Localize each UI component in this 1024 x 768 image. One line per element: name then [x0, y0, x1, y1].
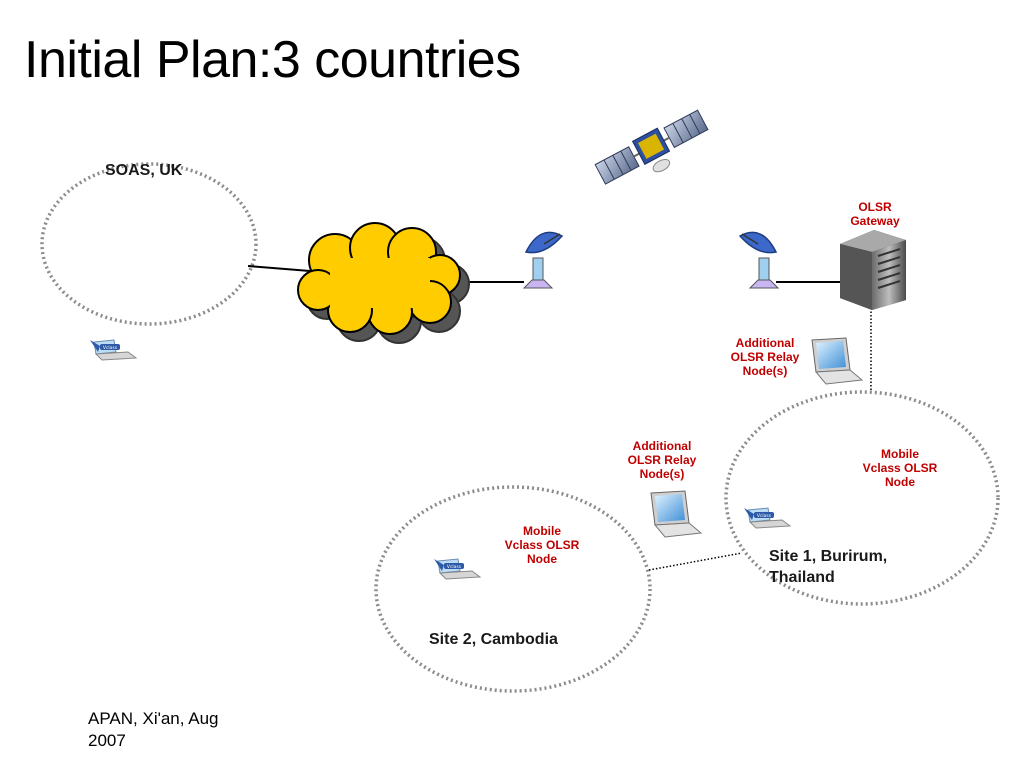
- relay-label-site2: Additional OLSR Relay Node(s): [627, 439, 697, 481]
- mobile-node-label-site2: Mobile Vclass OLSR Node: [504, 524, 580, 566]
- soas-site-circle: [40, 162, 258, 326]
- site2-circle: [374, 485, 652, 693]
- laptop-icon: [650, 490, 703, 538]
- page-title: Initial Plan:3 countries: [24, 31, 521, 89]
- vclass-badge: Vclass: [103, 345, 118, 351]
- relay-label-site1: Additional OLSR Relay Node(s): [730, 336, 800, 378]
- site1-circle: [724, 390, 1000, 606]
- site-label-soas: SOAS, UK: [105, 162, 183, 179]
- site-label-site2: Site 2, Cambodia: [429, 631, 558, 648]
- vclass-badge: Vclass: [757, 513, 772, 519]
- mobile-node-label-site1: Mobile Vclass OLSR Node: [862, 447, 938, 489]
- gateway-label: OLSR Gateway: [850, 200, 900, 228]
- vclass-badge: Vclass: [447, 564, 462, 570]
- link-soas-cloud: [247, 265, 311, 272]
- vclass-laptop-icon: Vclass: [434, 558, 482, 580]
- internet-cloud-icon: [297, 222, 470, 344]
- server-icon: [840, 230, 906, 310]
- site-label-site1: Site 1, Burirum, Thailand: [769, 548, 888, 586]
- satellite-icon: [594, 109, 709, 185]
- footer-text: APAN, Xi'an, Aug 2007: [88, 709, 219, 750]
- vclass-laptop-icon: Vclass: [90, 339, 138, 361]
- satellite-dish-icon: [738, 231, 780, 289]
- link-site1-site2: [648, 552, 743, 571]
- vclass-laptop-icon: Vclass: [744, 507, 792, 529]
- satellite-dish-icon: [522, 231, 564, 289]
- laptop-icon: [811, 337, 864, 385]
